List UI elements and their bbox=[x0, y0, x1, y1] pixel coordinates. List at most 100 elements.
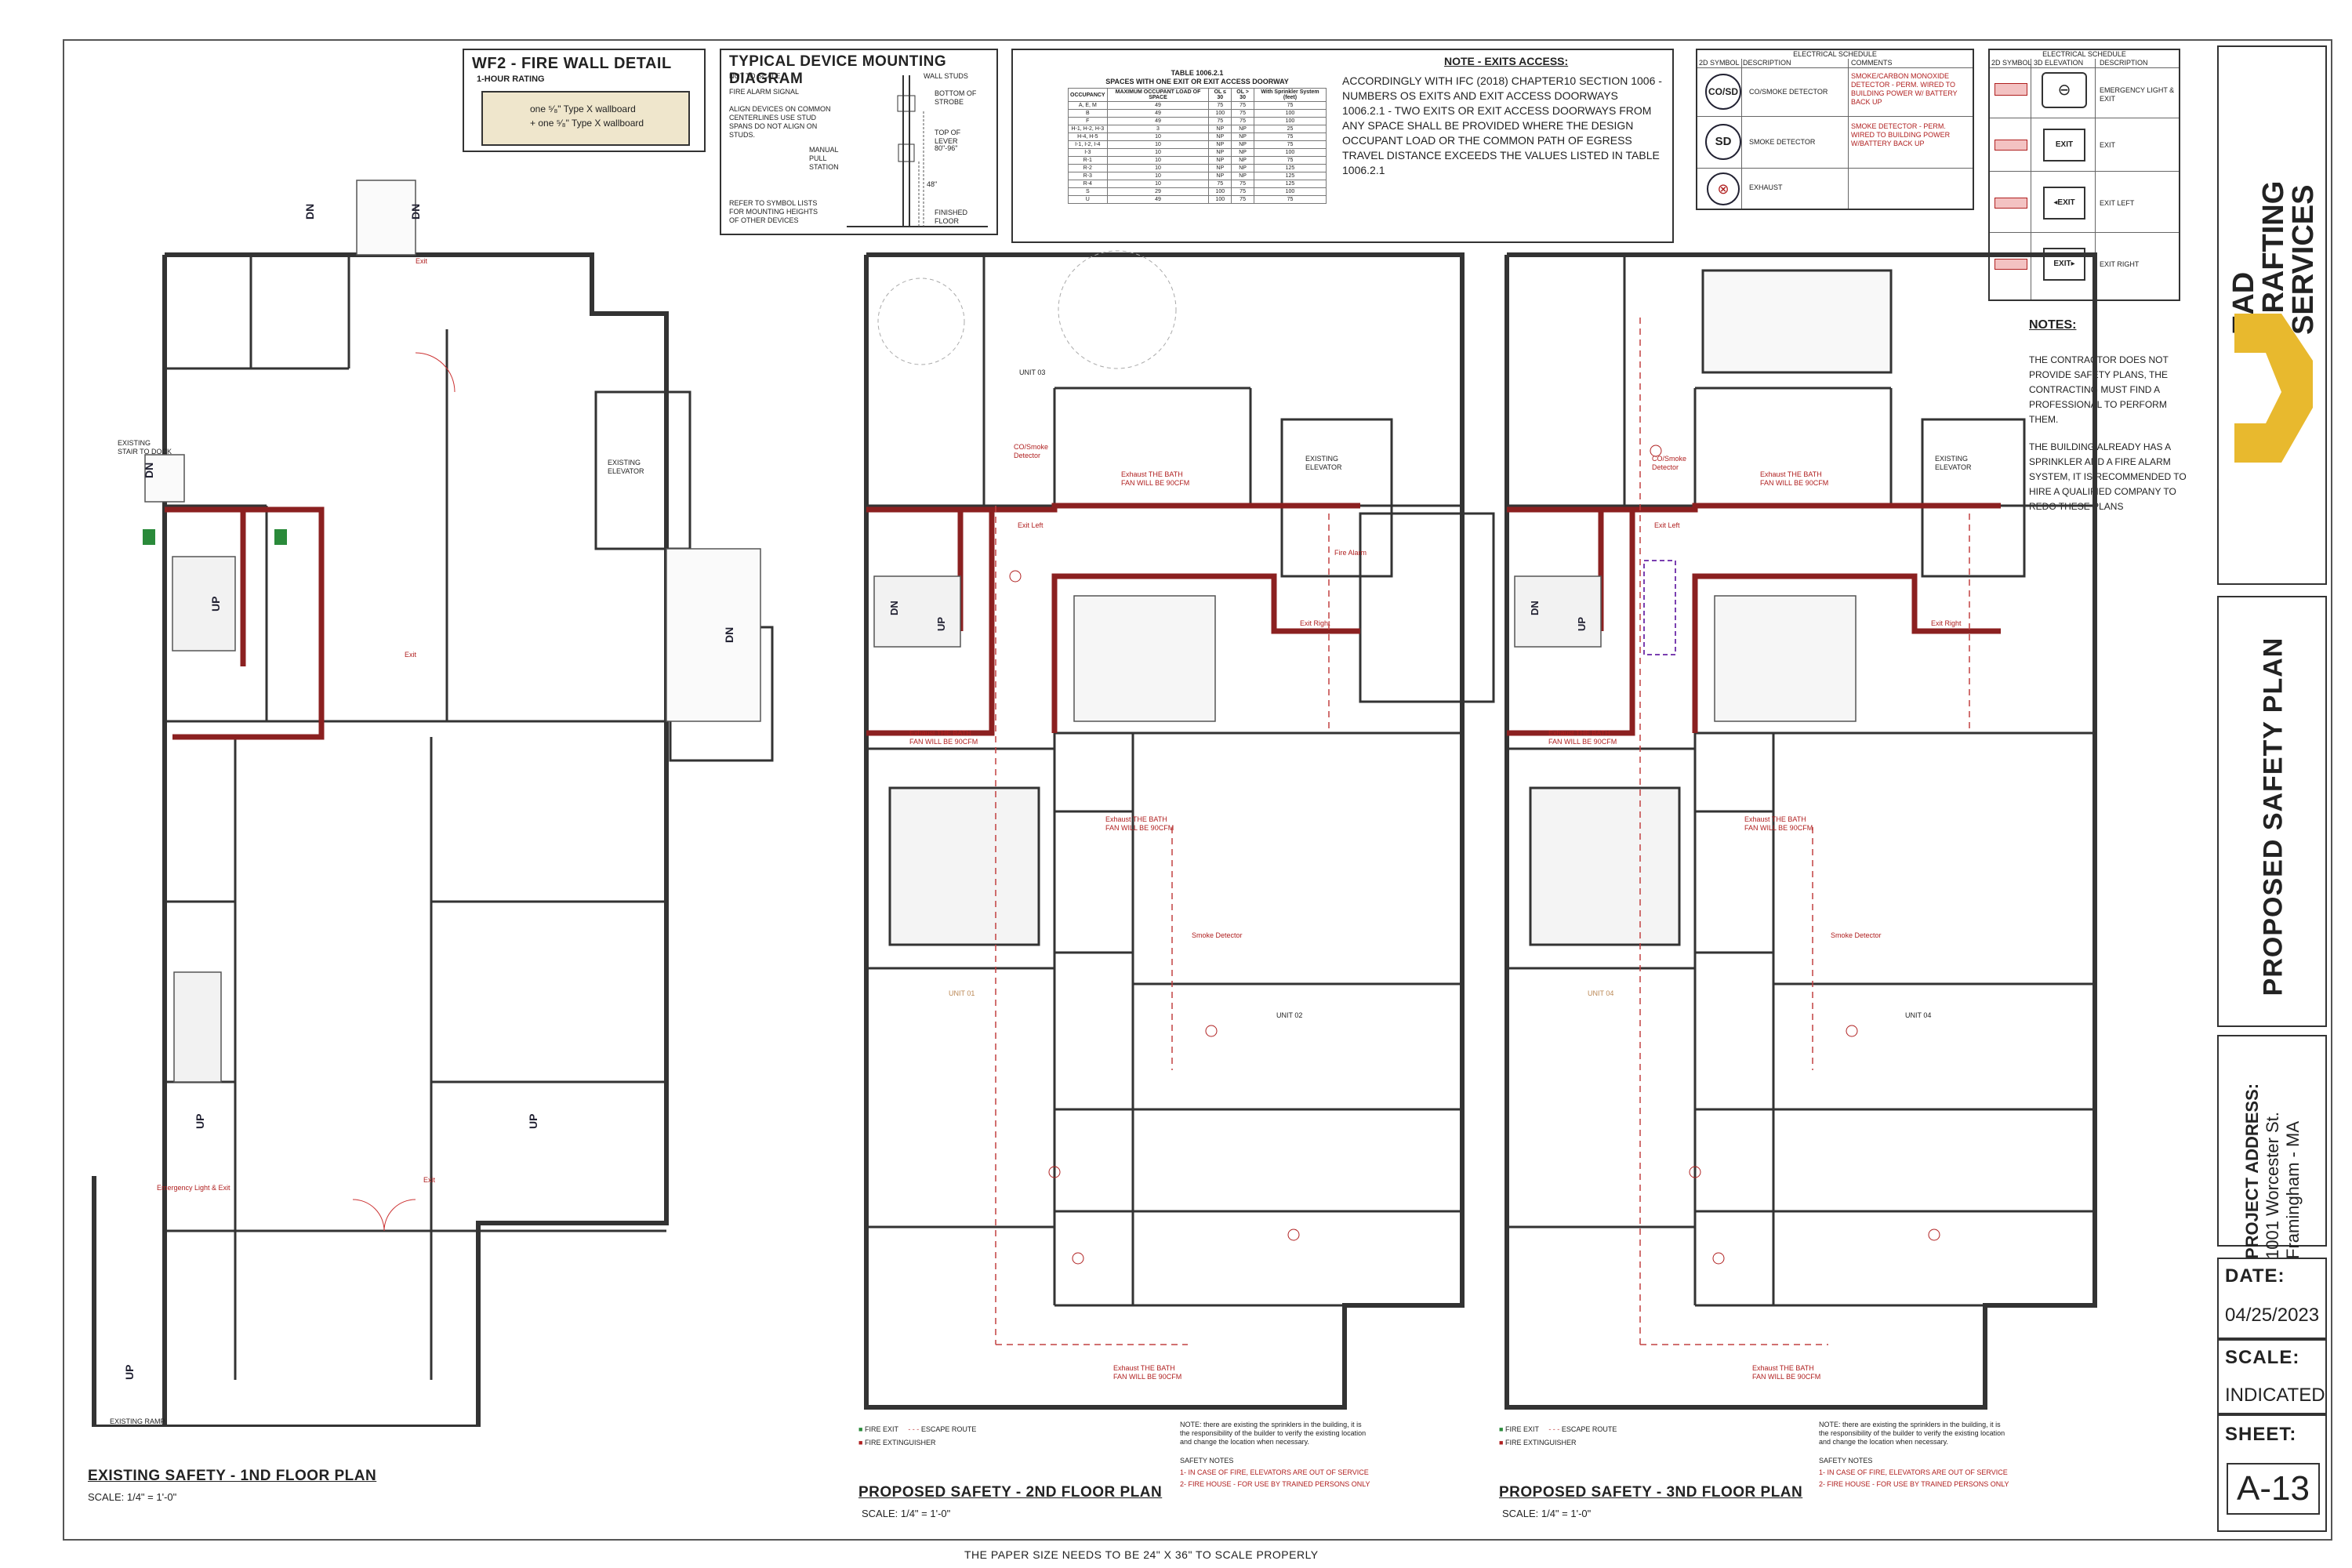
table-cell: 75 bbox=[1253, 156, 1327, 165]
p3-fire-exit-label: FIRE EXIT bbox=[1504, 1425, 1539, 1433]
table-cell: 125 bbox=[1253, 164, 1327, 172]
paper-size-note: THE PAPER SIZE NEEDS TO BE 24" X 36" TO … bbox=[964, 1548, 1319, 1561]
wallboard-line2: + one ⁵⁄₈" Type X wallboard bbox=[530, 118, 644, 129]
top-of-lever-label: TOP OF LEVER bbox=[935, 129, 961, 145]
table-cell: 10 bbox=[1106, 172, 1210, 180]
table-cell: R-3 bbox=[1068, 172, 1108, 180]
p1-exit-label-3: Exit bbox=[405, 651, 417, 659]
plan3-safety-notes: SAFETY NOTES 1- IN CASE OF FIRE, ELEVATO… bbox=[1819, 1457, 2011, 1489]
mounting-diagram-box: TYPICAL DEVICE MOUNTING DIAGRAM NOT TO S… bbox=[720, 49, 998, 235]
p2-extinguisher-label: FIRE EXTINGUISHER bbox=[864, 1439, 936, 1446]
p3-exhaust-4: Exhaust THE BATH FAN WILL BE 90CFM bbox=[1752, 1364, 1821, 1381]
table-cell: 75 bbox=[1253, 132, 1327, 141]
address-text: PROJECT ADDRESS: 1001 Worcester St. Fram… bbox=[2242, 1047, 2303, 1259]
schedule1-line3 bbox=[1697, 168, 1973, 169]
p2-exhaust-4: Exhaust THE BATH FAN WILL BE 90CFM bbox=[1113, 1364, 1182, 1381]
p1-elevator-label: EXISTING ELEVATOR bbox=[608, 459, 644, 475]
schedule2-col3: DESCRIPTION bbox=[2100, 59, 2148, 67]
p2-co-smoke-1: CO/Smoke Detector bbox=[1014, 443, 1049, 459]
date-box: DATE: 04/25/2023 bbox=[2217, 1258, 2327, 1339]
p3-fire-exit: ■ FIRE EXIT - - - ESCAPE ROUTE bbox=[1499, 1425, 1617, 1433]
svg-text:UP: UP bbox=[194, 1114, 206, 1129]
exit-desc: EXIT bbox=[2100, 141, 2116, 149]
exit-table-header: With Sprinkler System (feet) bbox=[1253, 88, 1327, 102]
p3-elevator-label: EXISTING ELEVATOR bbox=[1935, 455, 1972, 471]
sheet-value: A-13 bbox=[2227, 1463, 2320, 1515]
p2-extinguisher: ■ FIRE EXTINGUISHER bbox=[858, 1439, 936, 1446]
notes-p1: THE CONTRACTOR DOES NOT PROVIDE SAFETY P… bbox=[2029, 354, 2169, 425]
sheet-label: SHEET: bbox=[2225, 1424, 2297, 1445]
emergency-light-symbol bbox=[1994, 83, 2027, 96]
scale-value: INDICATED bbox=[2225, 1385, 2325, 1406]
table-cell: NP bbox=[1208, 125, 1232, 133]
table-cell: 49 bbox=[1106, 109, 1210, 118]
manual-pull-label: MANUAL PULL STATION bbox=[809, 146, 839, 171]
table-cell: NP bbox=[1231, 132, 1254, 141]
sheet-border bbox=[63, 39, 2332, 1541]
wall-section-drawing: one ⁵⁄₈" Type X wallboard + one ⁵⁄₈" Typ… bbox=[481, 91, 690, 146]
table-cell: 125 bbox=[1253, 172, 1327, 180]
dim-48: 48" bbox=[927, 180, 938, 188]
p3-safety-1: 1- IN CASE OF FIRE, ELEVATORS ARE OUT OF… bbox=[1819, 1468, 2008, 1476]
svg-text:DN: DN bbox=[409, 204, 422, 220]
p3-extinguisher-label: FIRE EXTINGUISHER bbox=[1504, 1439, 1577, 1446]
table-cell: 75 bbox=[1231, 109, 1254, 118]
wallboard-line1: one ⁵⁄₈" Type X wallboard bbox=[530, 103, 636, 114]
svg-text:DN: DN bbox=[888, 601, 900, 615]
schedule2-header-line bbox=[1990, 67, 2179, 68]
exit-elevation: EXIT bbox=[2043, 129, 2085, 162]
table-cell: B bbox=[1068, 109, 1108, 118]
table-cell: I-3 bbox=[1068, 148, 1108, 157]
table-cell: NP bbox=[1231, 156, 1254, 165]
p3-co-smoke-1: CO/Smoke Detector bbox=[1652, 455, 1687, 471]
exit-right-elevation: EXIT▸ bbox=[2043, 248, 2085, 281]
address-line1: 1001 Worcester St. bbox=[2263, 1112, 2282, 1259]
firewall-detail-title: WF2 - FIRE WALL DETAIL bbox=[472, 55, 672, 72]
p2-unit03-label: UNIT 03 bbox=[1019, 368, 1046, 376]
emergency-light-elevation: ⊖ bbox=[2042, 72, 2087, 108]
table-cell: 10 bbox=[1106, 164, 1210, 172]
schedule2-col1: 2D SYMBOL bbox=[1991, 59, 2032, 67]
table-cell: F bbox=[1068, 117, 1108, 125]
exit-left-elevation: ◂EXIT bbox=[2043, 187, 2085, 220]
svg-text:UP: UP bbox=[123, 1365, 136, 1380]
table-cell: 10 bbox=[1106, 140, 1210, 149]
table-cell: 3 bbox=[1106, 125, 1210, 133]
p2-unit02-label: UNIT 02 bbox=[1276, 1011, 1303, 1019]
p2-smoke-1: Smoke Detector bbox=[1192, 931, 1243, 939]
table-cell: 100 bbox=[1253, 148, 1327, 157]
p2-exhaust-1: Exhaust THE BATH FAN WILL BE 90CFM bbox=[1121, 470, 1190, 487]
table-cell: 75 bbox=[1231, 117, 1254, 125]
table-cell: 10 bbox=[1106, 156, 1210, 165]
table-cell: R-2 bbox=[1068, 164, 1108, 172]
exit-table-header: OL > 30 bbox=[1231, 88, 1254, 102]
co-sd-desc: CO/SMOKE DETECTOR bbox=[1749, 88, 1828, 96]
p3-unit04-label: UNIT 04 bbox=[1588, 989, 1614, 997]
p2-unit01-label: UNIT 01 bbox=[949, 989, 975, 997]
notes-block: NOTES: THE CONTRACTOR DOES NOT PROVIDE S… bbox=[2023, 318, 2195, 514]
table-cell: NP bbox=[1208, 164, 1232, 172]
schedule2-col2: 3D ELEVATION bbox=[2034, 59, 2084, 67]
company-logo-icon bbox=[2234, 314, 2313, 463]
date-value: 04/25/2023 bbox=[2225, 1305, 2320, 1326]
plan3-title: PROPOSED SAFETY - 3ND FLOOR PLAN bbox=[1499, 1484, 1803, 1501]
exits-note: NOTE - EXITS ACCESS: ACCORDINGLY WITH IF… bbox=[1342, 55, 1664, 178]
sd-desc: SMOKE DETECTOR bbox=[1749, 138, 1816, 146]
dim-80-96: 80"-96" bbox=[935, 144, 958, 152]
svg-text:DN: DN bbox=[303, 204, 316, 220]
wall-studs-label: WALL STUDS bbox=[924, 72, 968, 80]
table-cell: 75 bbox=[1231, 187, 1254, 196]
table-cell: 49 bbox=[1106, 101, 1210, 110]
p3-escape-route-label: ESCAPE ROUTE bbox=[1561, 1425, 1617, 1433]
exits-note-body: ACCORDINGLY WITH IFC (2018) CHAPTER10 SE… bbox=[1342, 74, 1662, 176]
plan1-scale: SCALE: 1/4" = 1'-0" bbox=[88, 1491, 177, 1503]
plan3-scale: SCALE: 1/4" = 1'-0" bbox=[1502, 1508, 1592, 1519]
table-cell: 100 bbox=[1208, 187, 1232, 196]
not-to-scale: NOT TO SCALE bbox=[729, 72, 781, 80]
p2-safety-title: SAFETY NOTES bbox=[1180, 1457, 1234, 1465]
schedule2-line3 bbox=[1990, 171, 2179, 172]
